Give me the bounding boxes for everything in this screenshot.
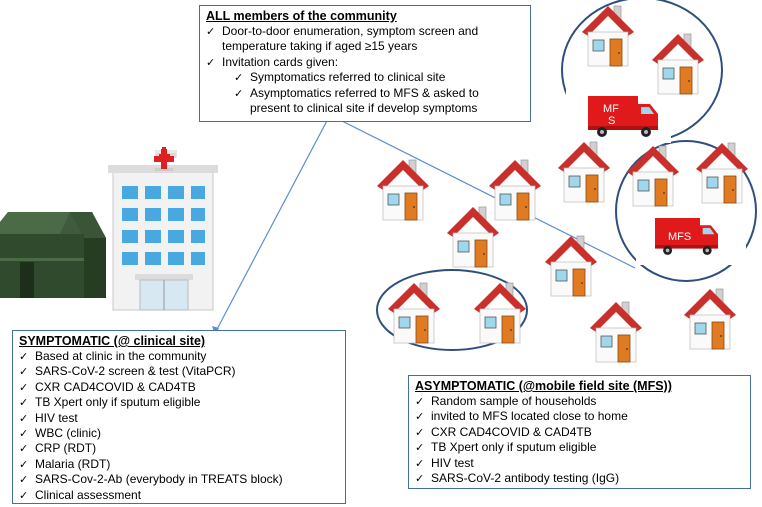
cluster-ellipse-bottom-left <box>376 269 528 351</box>
list-item: ✓Symptomatics referred to clinical site <box>234 70 446 85</box>
all-members-title: ALL members of the community <box>206 9 397 23</box>
list-item: ✓ Clinical assessment <box>19 487 142 502</box>
list-item: temperature taking if aged ≥15 years <box>222 39 418 54</box>
truck-label-1a: MF <box>603 103 619 115</box>
list-item: ✓Random sample of households <box>415 394 597 408</box>
check-icon: ✓ <box>415 395 425 408</box>
check-icon: ✓ <box>19 396 29 410</box>
list-item: ✓invited to MFS located close to home <box>415 409 628 424</box>
list-item: ✓CXR CAD4COVID & CAD4TB <box>415 424 592 439</box>
house-icon <box>589 301 643 363</box>
check-icon: ✓ <box>415 410 425 424</box>
house-icon <box>557 141 611 203</box>
list-item: ✓Door-to-door enumeration, symptom scree… <box>206 24 479 38</box>
all-members-box: ALL members of the community ✓Door-to-do… <box>199 5 531 122</box>
check-icon: ✓ <box>19 380 29 394</box>
list-item: ✓SARS-Cov-2-Ab (everybody in TREATS bloc… <box>19 472 283 487</box>
check-icon: ✓ <box>19 442 29 456</box>
check-icon: ✓ <box>415 425 425 439</box>
house-icon <box>488 159 542 221</box>
symptomatic-list: ✓Based at clinic in the community ✓SARS-… <box>19 349 339 503</box>
symptomatic-title: SYMPTOMATIC (@ clinical site) <box>19 334 206 348</box>
house-icon <box>446 206 500 268</box>
cluster-ellipse-right <box>615 140 757 282</box>
house-icon <box>387 282 441 344</box>
house-icon <box>695 142 749 204</box>
list-item: ✓Asymptomatics referred to MFS & asked t… <box>234 85 479 100</box>
truck-label-2: MFS <box>668 231 691 243</box>
asymptomatic-list: ✓Random sample of households ✓invited to… <box>415 394 744 486</box>
connector-to-clinic <box>214 114 331 334</box>
house-icon <box>651 33 705 95</box>
check-icon: ✓ <box>415 456 425 470</box>
check-icon: ✓ <box>19 350 29 363</box>
check-icon: ✓ <box>19 473 29 487</box>
red-cross-icon <box>154 149 174 169</box>
list-item: ✓SARS-CoV-2 screen & test (VitaPCR) <box>19 364 236 379</box>
house-icon <box>626 145 680 207</box>
check-icon: ✓ <box>234 71 244 85</box>
house-icon <box>376 159 430 221</box>
check-icon: ✓ <box>19 427 29 441</box>
list-item: ✓CXR CAD4COVID & CAD4TB <box>19 379 196 394</box>
check-icon: ✓ <box>415 441 425 455</box>
list-item: ✓ WBC (clinic) <box>19 426 101 441</box>
check-icon: ✓ <box>19 411 29 425</box>
check-icon: ✓ <box>19 488 29 502</box>
check-icon: ✓ <box>19 365 29 379</box>
all-members-list: ✓Door-to-door enumeration, symptom scree… <box>206 24 524 116</box>
check-icon: ✓ <box>234 86 244 100</box>
list-item: ✓ HIV test <box>19 410 78 425</box>
check-icon: ✓ <box>206 25 216 38</box>
list-item: ✓ Malaria (RDT) <box>19 456 111 471</box>
list-item: ✓TB Xpert only if sputum eligible <box>19 395 201 410</box>
tent-icon <box>0 212 106 298</box>
list-item: present to clinical site if develop symp… <box>250 101 478 116</box>
asymptomatic-box: ASYMPTOMATIC (@mobile field site (MFS)) … <box>408 375 751 489</box>
list-item: ✓ HIV test <box>415 455 474 470</box>
list-item: ✓SARS-CoV-2 antibody testing (IgG) <box>415 471 620 486</box>
list-item: ✓TB Xpert only if sputum eligible <box>415 440 597 455</box>
check-icon: ✓ <box>19 457 29 471</box>
hospital-icon <box>108 147 218 311</box>
symptomatic-box: SYMPTOMATIC (@ clinical site) ✓Based at … <box>12 330 346 504</box>
list-item: ✓Invitation cards given: <box>206 54 339 69</box>
list-item: ✓ CRP (RDT) <box>19 441 97 456</box>
asymptomatic-title: ASYMPTOMATIC (@mobile field site (MFS)) <box>415 379 672 393</box>
truck-label-1b: S <box>608 115 615 127</box>
check-icon: ✓ <box>415 472 425 486</box>
check-icon: ✓ <box>206 55 216 69</box>
house-icon <box>683 288 737 350</box>
list-item: ✓Based at clinic in the community <box>19 349 207 363</box>
